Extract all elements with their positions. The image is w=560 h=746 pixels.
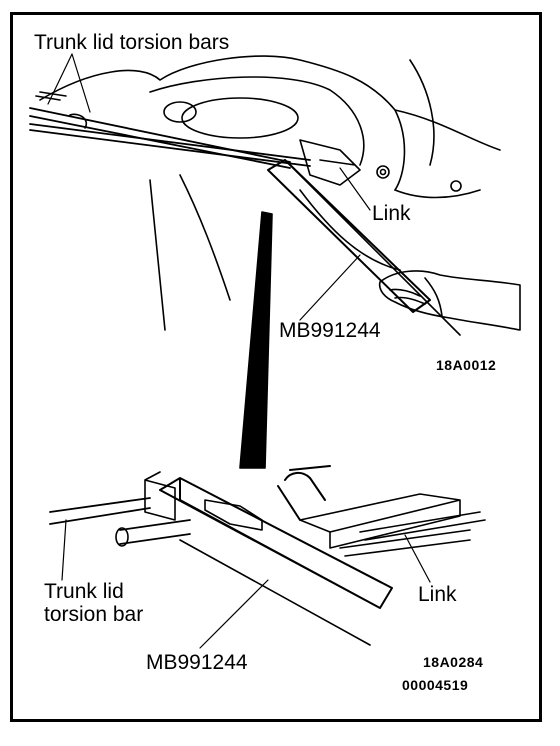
- body-hole: [450, 180, 462, 192]
- detail-bar-end: [115, 527, 129, 547]
- rear-body-panel: [394, 59, 501, 199]
- tool-handle-line: [284, 159, 461, 336]
- tool-detail-underline: [179, 539, 371, 646]
- torsion-bar-1: [29, 107, 291, 169]
- detail-nut: [204, 499, 263, 531]
- body-lower-panel: [149, 174, 401, 331]
- hand: [378, 270, 521, 331]
- leader-link: [339, 167, 371, 211]
- body-hole-3: [379, 168, 387, 176]
- tool-mb991244-detail: [159, 477, 393, 609]
- leader-tool-top: [299, 254, 361, 321]
- document-number: 00004519: [402, 677, 469, 693]
- link-bracket: [299, 139, 361, 186]
- label-trunk-lid-torsion-bars: Trunk lid torsion bars: [34, 31, 230, 54]
- detail-bar-bracket: [144, 471, 176, 521]
- detail-torsion-bar-1: [49, 497, 151, 525]
- detail-hook-rod: [277, 465, 331, 521]
- label-trunk-lid-torsion-bar: Trunk lid torsion bar: [44, 580, 144, 627]
- torsion-bar-2: [29, 123, 311, 167]
- label-link-detail: Link: [418, 583, 457, 606]
- leader-torsion-bars: [47, 53, 91, 113]
- label-tool-detail: MB991244: [146, 651, 248, 674]
- figure-code-detail: 18A0284: [423, 654, 484, 670]
- hand-fingers: [389, 277, 443, 317]
- top-view-drawing: [29, 53, 521, 336]
- detail-torsion-bar-2: [119, 519, 191, 545]
- label-tool-top: MB991244: [279, 319, 381, 342]
- body-panel-cutout-small: [163, 101, 197, 123]
- body-hole-2: [376, 165, 390, 179]
- detail-view-drawing: [49, 465, 486, 649]
- leader-detail-tool: [199, 579, 269, 649]
- body-panel-cutout: [181, 97, 299, 139]
- figure-code-top: 18A0012: [436, 357, 497, 373]
- tool-mb991244-top: [267, 159, 431, 313]
- label-link-top: Link: [372, 202, 411, 225]
- detail-pointer-wedge: [239, 211, 273, 469]
- leader-detail-torsion-bar: [61, 519, 67, 581]
- detail-link: [299, 493, 471, 557]
- trunk-lid-inner: [149, 76, 365, 166]
- trunk-lid-underside: [39, 55, 406, 191]
- detail-link-stack: [359, 511, 486, 541]
- leader-detail-link: [404, 534, 431, 583]
